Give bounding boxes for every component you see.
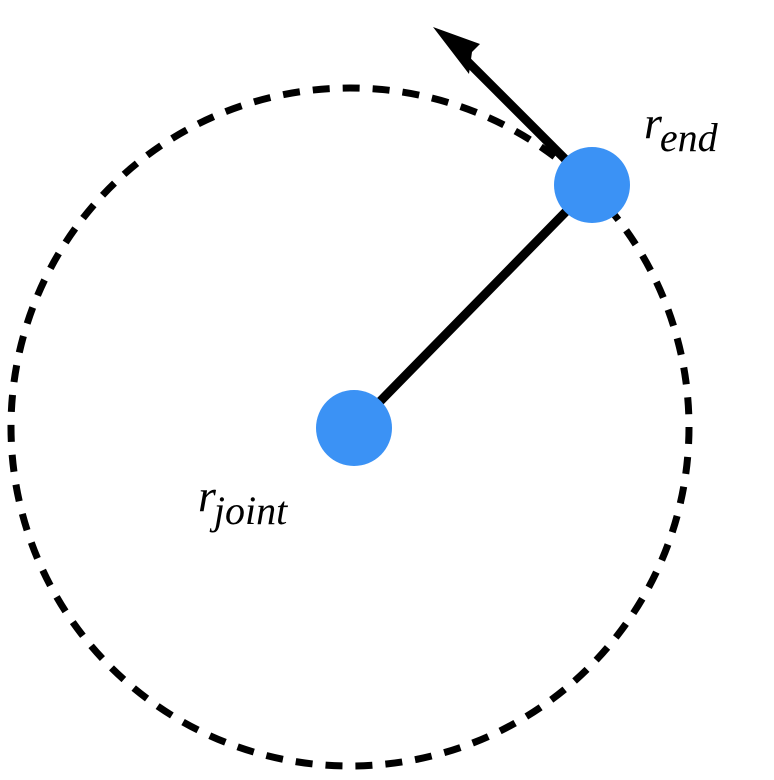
label-r-joint-base: r bbox=[198, 470, 216, 521]
label-r-end-subscript: end bbox=[659, 115, 718, 160]
velocity-arrow-head bbox=[433, 27, 480, 74]
label-r-joint: rjoint bbox=[198, 470, 289, 531]
label-r-end: rend bbox=[644, 97, 720, 158]
end-effector-node bbox=[554, 147, 630, 223]
joint-node bbox=[316, 390, 392, 466]
label-r-joint-subscript: joint bbox=[213, 488, 288, 533]
velocity-arrow-shaft bbox=[456, 50, 570, 164]
velocity-arrow bbox=[433, 27, 570, 164]
reachable-workspace-circle bbox=[7, 84, 693, 770]
label-r-end-base: r bbox=[644, 97, 662, 148]
rigid-link-line bbox=[350, 181, 596, 432]
